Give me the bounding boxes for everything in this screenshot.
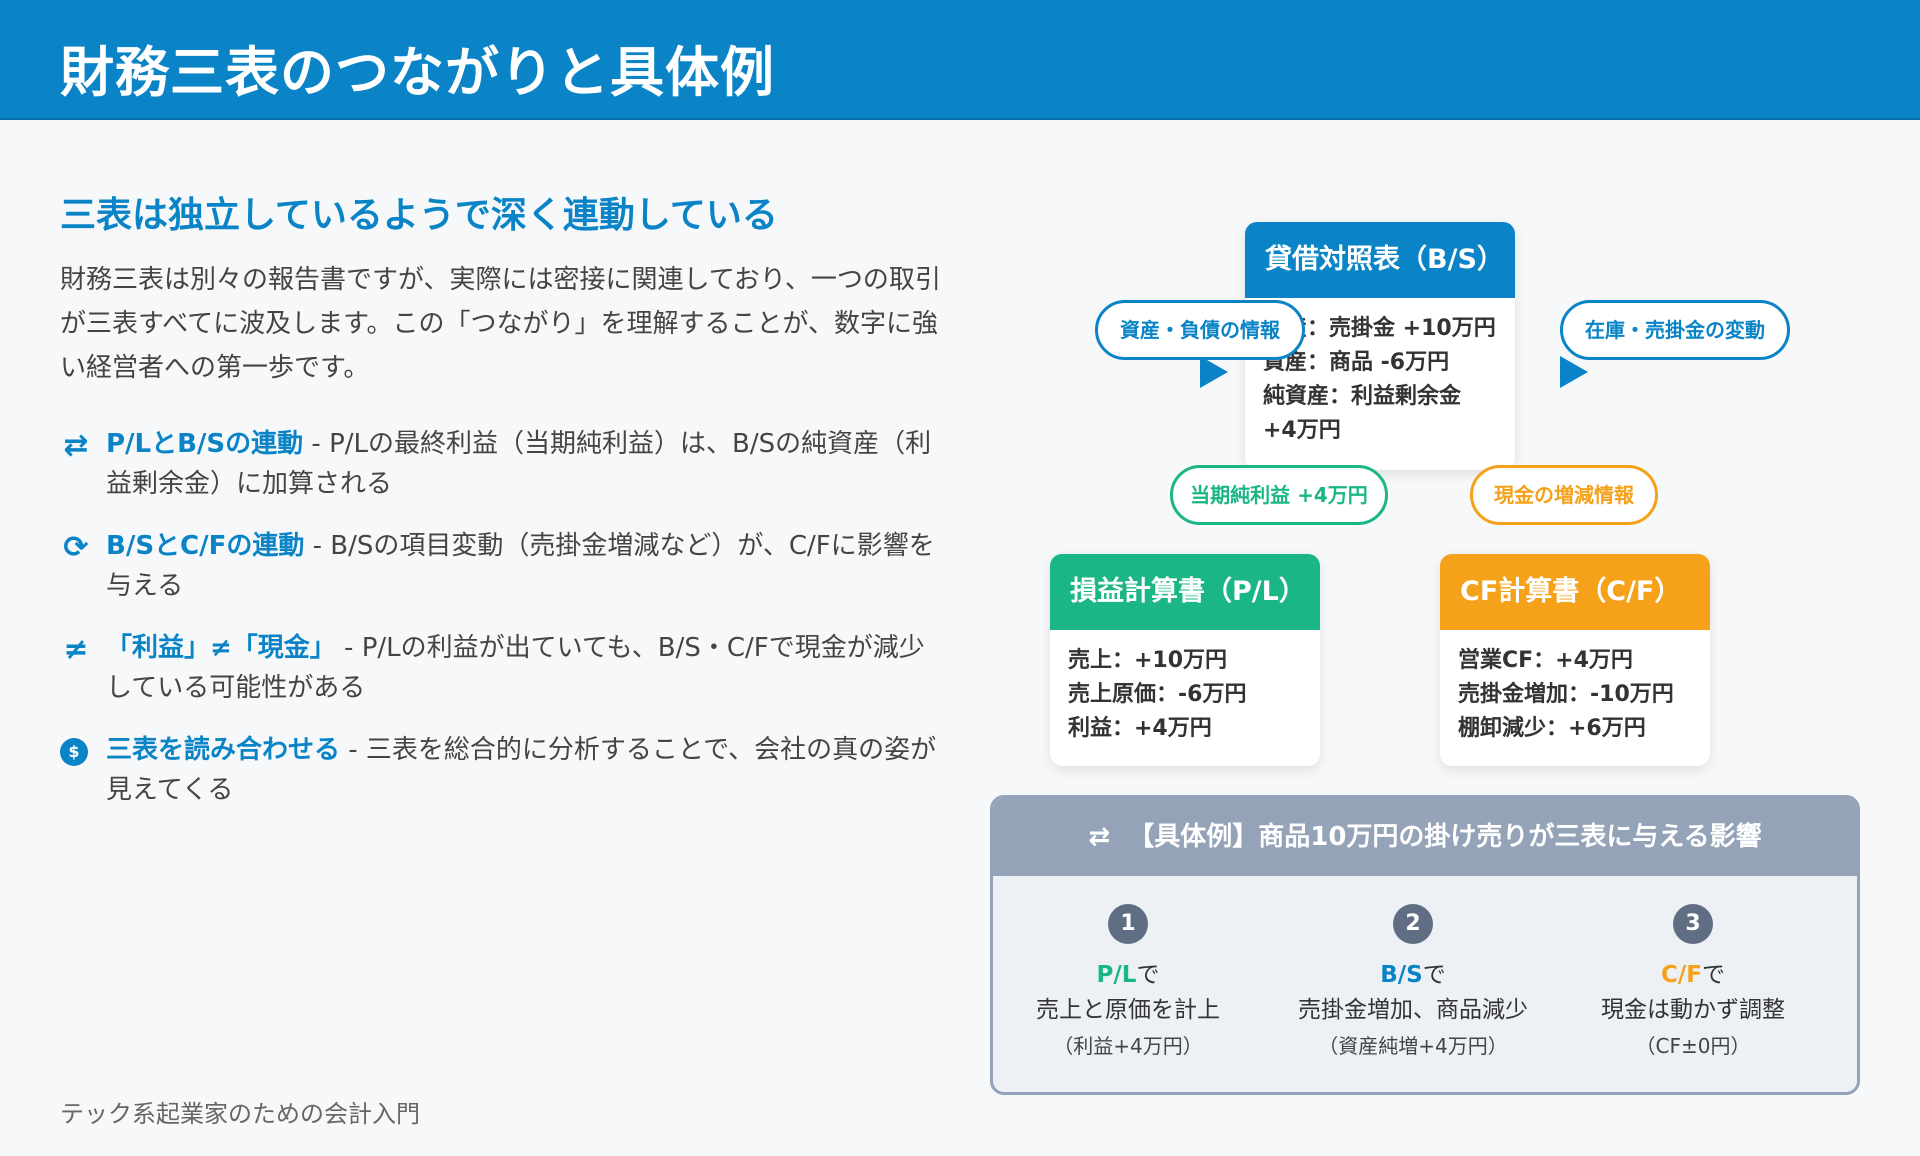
exchange-icon: ⇄ [63, 428, 89, 463]
example-title: ⇄ 【具体例】商品10万円の掛け売りが三表に与える影響 [993, 798, 1857, 876]
arrow-icon [1560, 356, 1588, 388]
inventory-change-bubble: 在庫・売掛金の変動 [1560, 300, 1790, 360]
card-line: 営業CF：+4万円 [1458, 648, 1633, 673]
point-text: - P/Lの最終利益（当期純利益）は、B/Sの純資産（利益剰余金）に加算される [106, 429, 932, 499]
not-equal-icon: ≠ [63, 632, 89, 667]
key-points-list: ⇄ P/LとB/Sの連動 - P/Lの最終利益（当期純利益）は、B/Sの純資産（… [60, 424, 940, 832]
arrow-icon [1200, 356, 1228, 388]
card-body: 売上：+10万円 売上原価：-6万円 利益：+4万円 [1050, 630, 1320, 760]
step-statement: B/S [1380, 962, 1423, 988]
card-line: 売上原価：-6万円 [1068, 682, 1247, 707]
intro-paragraph: 財務三表は別々の報告書ですが、実際には密接に関連しており、一つの取引が三表すべて… [60, 265, 941, 383]
footer-text: テック系起業家のための会計入門 [60, 1100, 420, 1128]
card-title: CF計算書（C/F） [1440, 554, 1710, 630]
step-suffix: で [1702, 962, 1725, 988]
point-heading: 三表を読み合わせる [106, 735, 341, 765]
list-item: $ 三表を読み合わせる - 三表を総合的に分析することで、会社の真の姿が見えてく… [60, 730, 940, 810]
card-line: 利益：+4万円 [1068, 716, 1212, 741]
list-item: ⇄ P/LとB/Sの連動 - P/Lの最終利益（当期純利益）は、B/Sの純資産（… [60, 424, 940, 504]
point-heading: P/LとB/Sの連動 [106, 429, 304, 459]
example-panel: ⇄ 【具体例】商品10万円の掛け売りが三表に与える影響 1 P/Lで 売上と原価… [990, 795, 1860, 1095]
point-heading: B/SとC/Fの連動 [106, 531, 305, 561]
income-statement-card: 損益計算書（P/L） 売上：+10万円 売上原価：-6万円 利益：+4万円 [1050, 554, 1320, 766]
step-statement: C/F [1661, 962, 1702, 988]
header-bar: 財務三表のつながりと具体例 [0, 0, 1920, 120]
card-title: 貸借対照表（B/S） [1245, 222, 1515, 298]
step-statement: P/L [1096, 962, 1137, 988]
list-item: ⟳ B/SとC/Fの連動 - B/Sの項目変動（売掛金増減など）が、C/Fに影響… [60, 526, 940, 606]
step-description: 現金は動かず調整 [1601, 997, 1785, 1023]
step-number: 3 [1673, 904, 1713, 944]
card-line: 売掛金増加：-10万円 [1458, 682, 1674, 707]
page-title: 財務三表のつながりと具体例 [60, 41, 775, 104]
step-number: 2 [1393, 904, 1433, 944]
search-dollar-icon: $ [60, 738, 88, 766]
assets-info-bubble: 資産・負債の情報 [1095, 300, 1305, 360]
card-line: 棚卸減少：+6万円 [1458, 716, 1646, 741]
step-note: （利益+4万円） [1053, 1034, 1203, 1058]
cash-change-bubble: 現金の増減情報 [1470, 465, 1658, 525]
card-body: 営業CF：+4万円 売掛金増加：-10万円 棚卸減少：+6万円 [1440, 630, 1710, 760]
section-subtitle: 三表は独立しているようで深く連動している [60, 195, 778, 236]
step-note: （CF±0円） [1635, 1034, 1751, 1058]
example-step-1: 1 P/Lで 売上と原価を計上 （利益+4万円） [993, 904, 1263, 1064]
point-text: - B/Sの項目変動（売掛金増減など）が、C/Fに影響を与える [106, 531, 935, 601]
exchange-icon: ⇄ [1088, 822, 1129, 852]
point-heading: 「利益」≠「現金」 [106, 633, 336, 663]
sync-icon: ⟳ [63, 530, 89, 565]
net-income-bubble: 当期純利益 +4万円 [1170, 465, 1388, 525]
example-step-3: 3 C/Fで 現金は動かず調整 （CF±0円） [1558, 904, 1828, 1064]
step-description: 売上と原価を計上 [1036, 997, 1220, 1023]
card-line: +4万円 [1263, 418, 1341, 443]
example-step-2: 2 B/Sで 売掛金増加、商品減少 （資産純増+4万円） [1278, 904, 1548, 1064]
card-title: 損益計算書（P/L） [1050, 554, 1320, 630]
step-note: （資産純増+4万円） [1318, 1034, 1508, 1058]
card-line: 売上：+10万円 [1068, 648, 1228, 673]
point-text: - 三表を総合的に分析することで、会社の真の姿が見えてくる [106, 735, 937, 805]
card-line: 資産：商品 -6万円 [1263, 350, 1450, 375]
list-item: ≠ 「利益」≠「現金」 - P/Lの利益が出ていても、B/S・C/Fで現金が減少… [60, 628, 940, 708]
step-description: 売掛金増加、商品減少 [1298, 997, 1528, 1023]
cash-flow-card: CF計算書（C/F） 営業CF：+4万円 売掛金増加：-10万円 棚卸減少：+6… [1440, 554, 1710, 766]
example-title-text: 【具体例】商品10万円の掛け売りが三表に与える影響 [1128, 822, 1762, 852]
example-steps: 1 P/Lで 売上と原価を計上 （利益+4万円） 2 B/Sで 売掛金増加、商品… [993, 876, 1857, 1092]
point-text: - P/Lの利益が出ていても、B/S・C/Fで現金が減少している可能性がある [106, 633, 925, 703]
card-line: 純資産：利益剰余金 [1263, 384, 1462, 409]
step-number: 1 [1108, 904, 1148, 944]
step-suffix: で [1136, 962, 1160, 988]
step-suffix: で [1422, 962, 1446, 988]
